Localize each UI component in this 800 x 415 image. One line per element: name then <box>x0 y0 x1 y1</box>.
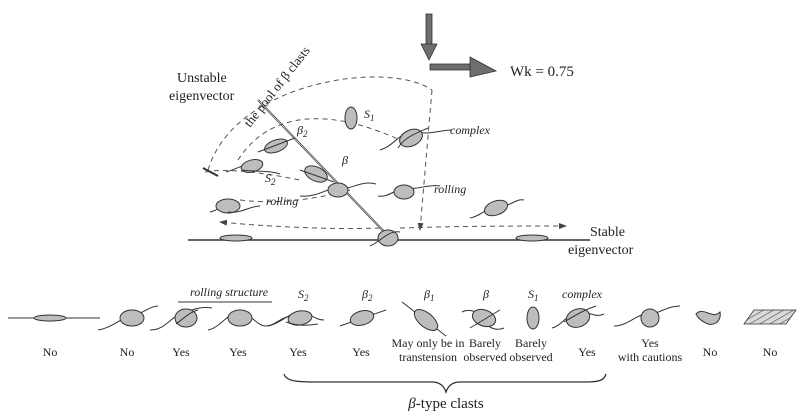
clast-type-5-s2 <box>267 310 325 327</box>
answer-1: No <box>43 345 58 359</box>
header-s2: S2 <box>298 287 309 303</box>
unstable-eigenvector-inner <box>257 99 393 241</box>
clast-type-10-complex <box>551 305 605 329</box>
answer-11-line1: Yes <box>641 336 659 350</box>
answers-row: No No Yes Yes Yes Yes May only be in tra… <box>43 336 778 364</box>
vertical-shear-arrow-head <box>420 43 438 61</box>
clast-type-6-beta2 <box>339 309 387 327</box>
clast-origin-center <box>369 229 401 247</box>
label-beta-top: β <box>341 153 348 167</box>
clast-stable-left <box>219 234 253 242</box>
top-panel: Wk = 0.75 Unstable eigenvector Stable ei… <box>169 13 634 258</box>
answer-9-line2: observed <box>509 350 552 364</box>
answer-11-line2: with cautions <box>618 350 683 364</box>
clast-s2-top <box>225 159 281 175</box>
beta-type-clasts-label: β-type clasts <box>407 396 484 412</box>
answer-4: Yes <box>229 345 247 359</box>
clast-type-4-rolling <box>207 309 291 331</box>
answer-3: Yes <box>172 345 190 359</box>
answer-12: No <box>703 345 718 359</box>
rolling-structure-label: rolling structure <box>190 285 269 299</box>
answer-7-line2: transtension <box>399 350 457 364</box>
header-s1: S1 <box>528 287 539 303</box>
clast-type-11-cautions <box>613 305 681 328</box>
wk-label: Wk = 0.75 <box>510 64 574 80</box>
beta-type-brace <box>283 373 607 395</box>
label-beta2-top: β2 <box>296 123 308 139</box>
answer-9-line1: Barely <box>515 336 547 350</box>
horizontal-shear-arrow-head <box>469 56 498 78</box>
label-s1-top: S1 <box>364 107 375 123</box>
stable-label-line1: Stable <box>590 225 625 240</box>
stable-label-line2: eigenvector <box>568 243 634 258</box>
pool-inner-dashed-arc <box>237 118 401 161</box>
header-complex: complex <box>562 287 603 301</box>
header-beta: β <box>482 287 489 301</box>
bottom-panel: rolling structure S2 β2 β1 β S1 complex <box>8 285 797 412</box>
clast-rolling-right <box>377 184 441 200</box>
label-rolling-right: rolling <box>434 182 466 196</box>
clast-type-8-beta <box>461 308 505 330</box>
pool-outer-dashed-arc <box>207 76 433 171</box>
right-dashed-down <box>417 89 433 231</box>
unstable-label-line1: Unstable <box>177 71 227 86</box>
pool-label: the pool of β clasts <box>241 43 313 130</box>
clast-type-12 <box>695 310 721 325</box>
horizontal-shear-arrow-shaft <box>429 63 473 71</box>
dashed-flow-right <box>399 223 567 230</box>
clast-type-9-s1 <box>526 306 540 330</box>
answer-6: Yes <box>352 345 370 359</box>
answer-7-line1: May only be in <box>392 336 465 350</box>
clast-s1-top <box>344 106 358 130</box>
answer-8-line2: observed <box>463 350 506 364</box>
clast-right-top <box>469 199 525 219</box>
unstable-label-line2: eigenvector <box>169 89 235 104</box>
answer-10: Yes <box>578 345 596 359</box>
clast-stable-right <box>515 234 549 242</box>
label-complex-top: complex <box>450 123 491 137</box>
clast-beta-top <box>299 165 335 183</box>
clast-rolling-center <box>299 182 377 198</box>
answer-2: No <box>120 345 135 359</box>
answer-13: No <box>763 345 778 359</box>
clast-type-2 <box>97 305 159 331</box>
clast-type-3-rolling <box>149 307 213 331</box>
answer-5: Yes <box>289 345 307 359</box>
vertical-shear-arrow-shaft <box>425 13 433 47</box>
clast-type-13-hatched <box>743 309 797 325</box>
clast-left-rolling <box>209 198 261 214</box>
dashed-flow-left <box>219 219 381 230</box>
label-rolling-left: rolling <box>266 194 298 208</box>
shear-arrows <box>420 13 498 78</box>
header-beta2: β2 <box>361 287 373 303</box>
header-beta1: β1 <box>423 287 434 303</box>
clast-type-7-beta1 <box>401 301 447 337</box>
clast-complex-top <box>379 127 453 151</box>
clast-beta2-top <box>257 137 296 154</box>
label-s2-top: S2 <box>265 171 276 187</box>
clast-type-1 <box>8 314 100 322</box>
answer-8-line1: Barely <box>469 336 501 350</box>
clast-small-arrow-left <box>202 167 219 177</box>
